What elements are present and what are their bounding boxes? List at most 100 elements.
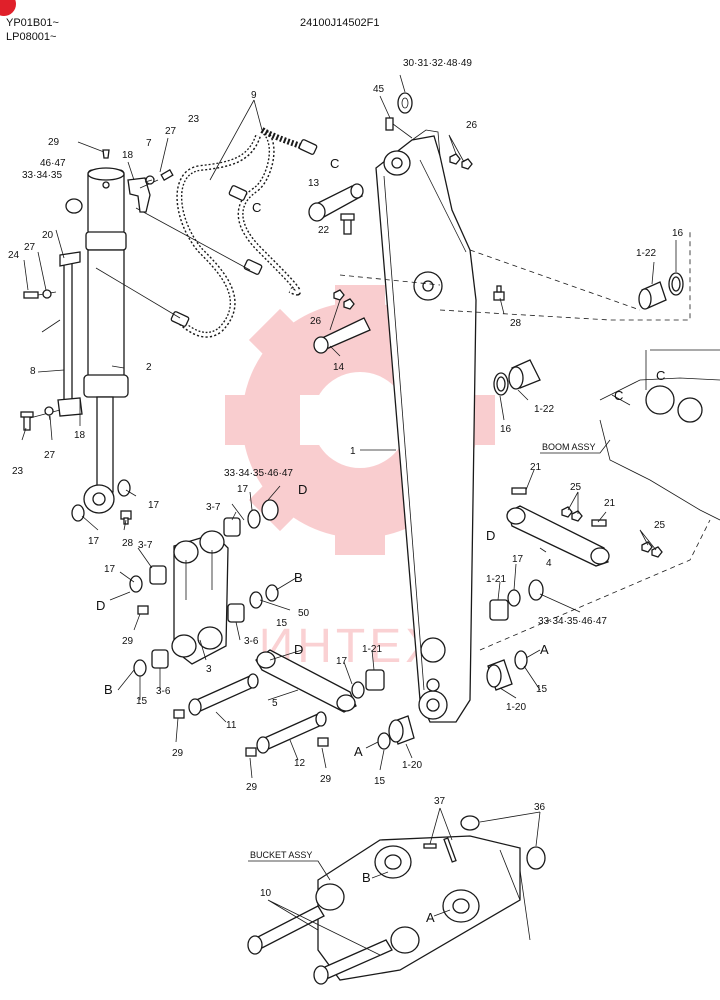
bolt-21b (591, 519, 607, 527)
pin-14 (313, 317, 371, 354)
callout-45: 45 (373, 84, 385, 95)
callout-c4: C (614, 388, 623, 403)
washer-15c (514, 650, 528, 670)
callout-16a: 16 (672, 228, 684, 239)
callout-27c: 27 (44, 450, 56, 461)
cylinder-guard (57, 251, 83, 417)
callout-23a: 23 (188, 114, 200, 125)
bolt-22 (340, 213, 355, 235)
callout-17e: 17 (512, 554, 524, 565)
callout-d2: D (486, 528, 495, 543)
callout-a2: A (354, 744, 363, 759)
callout-9: 9 (251, 90, 257, 101)
grease-nipple-29d (317, 737, 329, 747)
washer-33 (261, 499, 279, 521)
callout-d1: D (298, 482, 307, 497)
callout-25a: 25 (570, 482, 582, 493)
washer-17b (117, 479, 131, 497)
callout-28a: 28 (510, 318, 522, 329)
callout-2: 2 (146, 362, 152, 373)
washer-30-inner (401, 97, 409, 109)
washer-top-left (65, 198, 83, 214)
corner-badge (0, 0, 16, 16)
callout-33-47a: 33·34·35·46·47 (224, 468, 293, 479)
callout-b3: B (362, 870, 371, 885)
nut-26-lower (333, 289, 355, 310)
callout-26a: 26 (466, 120, 478, 131)
callout-d4: D (294, 642, 303, 657)
boom-assy-sketch (599, 349, 720, 521)
bushing-1-22-lower (493, 359, 541, 396)
callout-a3: A (426, 910, 435, 925)
callout-46-47: 46·47 (40, 158, 66, 169)
washer-17c (71, 504, 85, 522)
hydraulic-cylinder (83, 149, 129, 514)
bushing-1-21a (489, 599, 509, 621)
nuts-25a (561, 506, 583, 522)
leader-lines (21, 74, 677, 956)
callout-13: 13 (308, 178, 320, 189)
callout-15b: 15 (136, 696, 148, 707)
callout-33-47b: 33·34·35·46·47 (538, 616, 607, 627)
washer-36b (526, 846, 546, 870)
drawing-number: 24100J14502F1 (300, 17, 380, 29)
callout-27a: 27 (165, 126, 177, 137)
callout-c3: C (656, 368, 665, 383)
nut-26-upper (449, 153, 473, 170)
callout-36: 36 (534, 802, 546, 813)
callout-17f: 17 (336, 656, 348, 667)
callout-15c: 15 (536, 684, 548, 695)
callout-1: 1 (350, 446, 356, 457)
grease-nipple-29c (245, 747, 257, 757)
callout-labels: 30·31·32·48·49 9 45 26 29 27 23 7 18 46·… (8, 58, 684, 925)
washer-15b (133, 659, 147, 677)
callout-15d: 15 (374, 776, 386, 787)
bushing-1-22-upper (638, 272, 684, 310)
callout-3-7b: 3-7 (138, 540, 153, 551)
callout-3-7a: 3-7 (206, 502, 221, 513)
callout-b2: B (104, 682, 113, 697)
callout-16b: 16 (500, 424, 512, 435)
pin-10a (247, 905, 325, 955)
callout-37: 37 (434, 796, 446, 807)
callout-3-6b: 3-6 (156, 686, 171, 697)
callout-21b: 21 (604, 498, 616, 509)
bushing-3-6b (151, 649, 169, 669)
boom-arm (375, 129, 477, 723)
callout-1-21a: 1-21 (486, 574, 506, 585)
callout-21a: 21 (530, 462, 542, 473)
callout-10: 10 (260, 888, 272, 899)
serial-range-2: LP08001~ (6, 31, 56, 43)
bushing-3-6a (227, 603, 245, 623)
callout-18b: 18 (74, 430, 86, 441)
grease-nipple-28a (493, 285, 505, 301)
callout-28b: 28 (122, 538, 134, 549)
callout-30: 30·31·32·48·49 (403, 58, 472, 69)
callout-18a: 18 (122, 150, 134, 161)
callout-3: 3 (206, 664, 212, 675)
bolt-21a (511, 487, 527, 495)
washer-17e (507, 589, 521, 607)
callout-1-22a: 1-22 (636, 248, 656, 259)
washer-17f (351, 681, 365, 699)
washer-27-top (145, 175, 155, 185)
callout-4: 4 (546, 558, 552, 569)
grease-nipple-28b (120, 510, 132, 525)
bushing-1-21b (365, 669, 385, 691)
bucket-assy-sketch (315, 835, 531, 981)
callout-1-22b: 1-22 (534, 404, 554, 415)
callout-7: 7 (146, 138, 152, 149)
callout-1-20a: 1-20 (506, 702, 526, 713)
nuts-25b (641, 541, 663, 558)
callout-23b: 23 (12, 466, 24, 477)
callout-26b: 26 (310, 316, 322, 327)
bushing-3-7a (223, 517, 241, 537)
callout-1-20b: 1-20 (402, 760, 422, 771)
callout-c2: C (252, 200, 261, 215)
washer-27-lower (44, 406, 54, 416)
bucket-assy-label: BUCKET ASSY (250, 850, 312, 860)
grease-nipple-29b (173, 709, 185, 719)
callout-17a: 17 (237, 484, 249, 495)
serial-range-1: YP01B01~ (6, 17, 59, 29)
pin-12 (256, 711, 327, 754)
